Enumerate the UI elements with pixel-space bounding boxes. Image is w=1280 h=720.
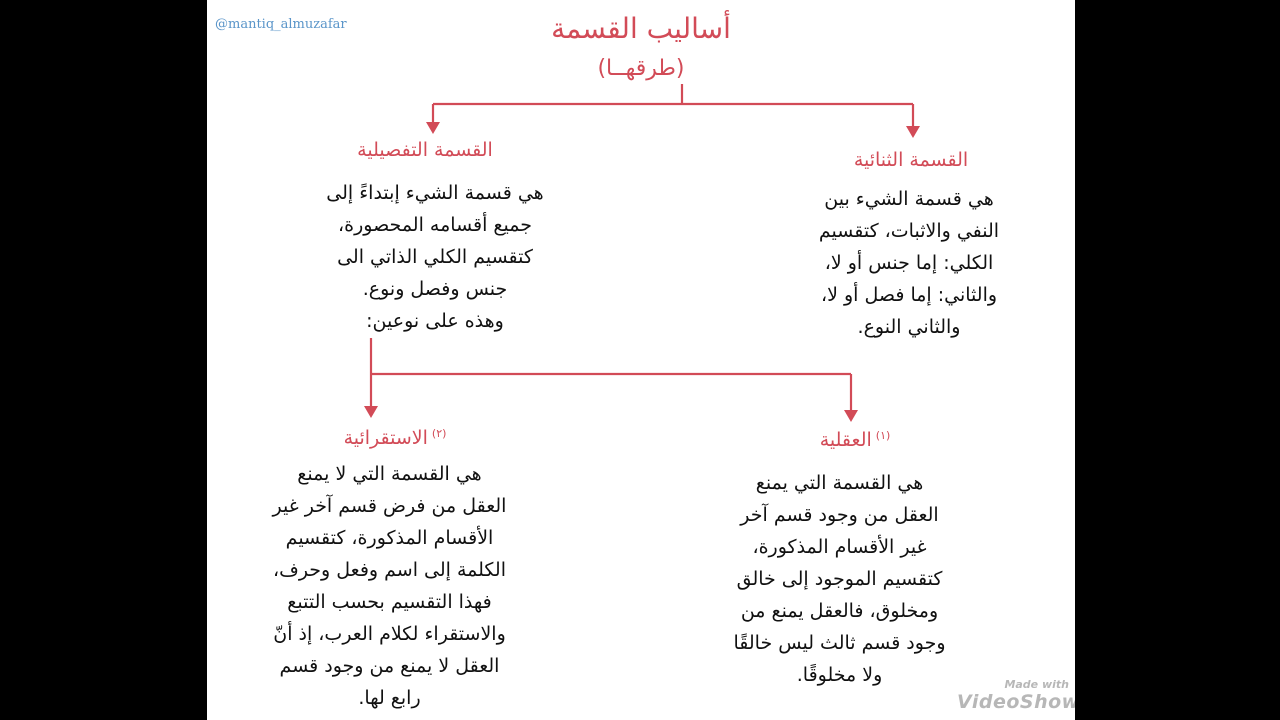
sub-left-arrowhead — [364, 406, 378, 418]
sub-right-arrowhead — [844, 410, 858, 422]
sub-heading-inductive-label: الاستقرائية — [343, 427, 428, 449]
sub-number-rational: (١) — [875, 429, 891, 442]
branch-body-detailed: هي قسمة الشيء إبتداءً إلى جميع أقسامه ال… — [326, 182, 544, 332]
connector-lines — [364, 84, 920, 422]
right-arrowhead — [906, 126, 920, 138]
diagram-subtitle: (طرقهــا) — [597, 56, 685, 81]
branch-heading-binary: القسمة الثنائية — [853, 149, 969, 171]
sub-heading-rational: (١)العقلية — [797, 429, 917, 451]
sub-heading-rational-label: العقلية — [819, 429, 872, 451]
sub-body-inductive: هي القسمة التي لا يمنع العقل من فرض قسم … — [272, 463, 507, 709]
sub-body-rational: هي القسمة التي يمنع العقل من وجود قسم آخ… — [733, 472, 946, 686]
watermark-line1: Made with — [1004, 678, 1069, 691]
branch-heading-detailed: القسمة التفصيلية — [357, 139, 493, 161]
branch-body-binary: هي قسمة الشيء بين النفي والاثبات، كتقسيم… — [818, 188, 1000, 338]
sub-heading-inductive: (٢)الاستقرائية — [317, 427, 477, 449]
sub-number-inductive: (٢) — [431, 427, 447, 440]
author-handle: @mantiq_almuzafar — [215, 17, 347, 32]
diagram-canvas: @mantiq_almuzafar أساليب القسمة (طرقهــا… — [207, 0, 1075, 720]
watermark-line2: VideoShow — [957, 691, 1075, 713]
left-arrowhead — [426, 122, 440, 134]
diagram-title: أساليب القسمة — [551, 12, 731, 45]
videoshow-watermark: Made with VideoShow — [957, 678, 1075, 713]
